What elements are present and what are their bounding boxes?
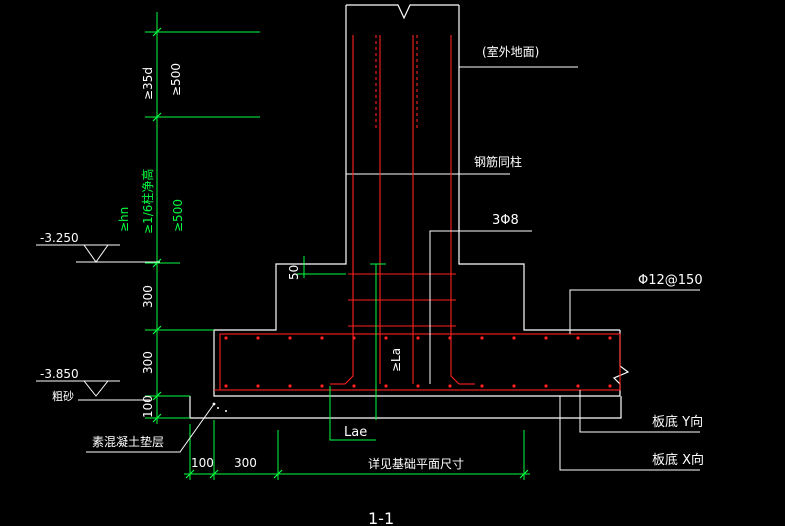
slab-y-leader	[579, 390, 700, 433]
rebar-dot	[416, 336, 420, 340]
rebar-dot	[320, 384, 324, 388]
rebar-dot	[448, 336, 452, 340]
rebar-dot	[256, 384, 260, 388]
dim-100-vertical: 100	[141, 395, 155, 418]
dim-la: ≥La	[389, 348, 403, 372]
rebar-dot	[320, 336, 324, 340]
cushion-dots	[212, 402, 227, 412]
rebar-dot	[224, 336, 228, 340]
elevation-top-label: -3.250	[40, 231, 79, 245]
rebar-dot	[576, 384, 580, 388]
rebar-group	[214, 35, 621, 391]
rebar-dot	[288, 384, 292, 388]
rebar-dot	[512, 384, 516, 388]
column-bar-1	[344, 35, 354, 385]
dim-300-upper: 300	[141, 285, 155, 308]
stirrup-label: 3Φ8	[492, 213, 519, 228]
column-right-edge	[458, 5, 620, 331]
rebar-dot	[544, 336, 548, 340]
slab-bottom-y-label: 板底 Y向	[652, 414, 703, 430]
cushion-outline	[189, 396, 622, 419]
dim-100-bottom: 100	[191, 456, 214, 470]
rebar-dot	[416, 384, 420, 388]
rebar-dot	[608, 384, 612, 388]
elevation-marker-top	[36, 244, 160, 263]
outdoor-ground-line	[346, 66, 578, 175]
see-plan-label: 详见基础平面尺寸	[368, 456, 464, 471]
dim-35d: ≥35d	[141, 67, 155, 100]
rebar-dot	[352, 384, 356, 388]
cushion-label: 素混凝土垫层	[92, 434, 164, 449]
rebar-dot	[480, 336, 484, 340]
dim-500-mid: ≥500	[171, 199, 185, 232]
slab-bottom-x-label: 板底 X向	[652, 452, 704, 468]
rebar-dot	[480, 384, 484, 388]
slab-x-leader	[559, 396, 700, 471]
rebar-dot	[608, 336, 612, 340]
slab-rebar-mat	[219, 333, 621, 391]
sand-label: 粗砂	[52, 390, 74, 403]
rebar-dot	[576, 336, 580, 340]
dim-300-bottom: 300	[234, 456, 257, 470]
elevation-bottom-label: -3.850	[40, 367, 79, 381]
rebar-dot	[512, 336, 516, 340]
rebar-dot	[256, 336, 260, 340]
column-bar-4	[450, 35, 460, 385]
slab-rebar-dots	[224, 336, 612, 388]
dim-lae: Lae	[344, 425, 367, 440]
column-left-edge	[213, 5, 620, 397]
dim-50: 50	[287, 265, 301, 280]
dim-one-sixth: ≥1/6柱净高	[140, 169, 155, 234]
stirrup-leader	[429, 230, 532, 384]
slab-rebar-leader	[569, 289, 700, 334]
section-title: 1-1	[368, 509, 394, 526]
column-break-mark	[346, 4, 459, 20]
dimension-ticks	[152, 27, 529, 479]
rebar-dot	[384, 336, 388, 340]
rebar-dot	[384, 384, 388, 388]
dimension-lines	[145, 12, 530, 480]
rebar-dot	[224, 384, 228, 388]
elevation-marker-bottom	[36, 380, 120, 397]
dim-500-top: ≥500	[169, 63, 183, 96]
rebar-dot	[544, 384, 548, 388]
rebar-dot	[448, 384, 452, 388]
leader-lines	[78, 230, 700, 471]
concrete-outline	[189, 4, 630, 419]
slab-rebar-label: Φ12@150	[638, 273, 703, 288]
dim-hn: ≥hn	[117, 207, 131, 232]
rebar-dot	[352, 336, 356, 340]
dim-300-lower: 300	[141, 351, 155, 374]
slab-break-mark	[612, 330, 630, 396]
column-rebar-label: 钢筋同柱	[474, 154, 522, 169]
outdoor-ground-label: (室外地面)	[482, 44, 539, 59]
cushion-leader	[86, 403, 215, 453]
rebar-dot	[288, 336, 292, 340]
